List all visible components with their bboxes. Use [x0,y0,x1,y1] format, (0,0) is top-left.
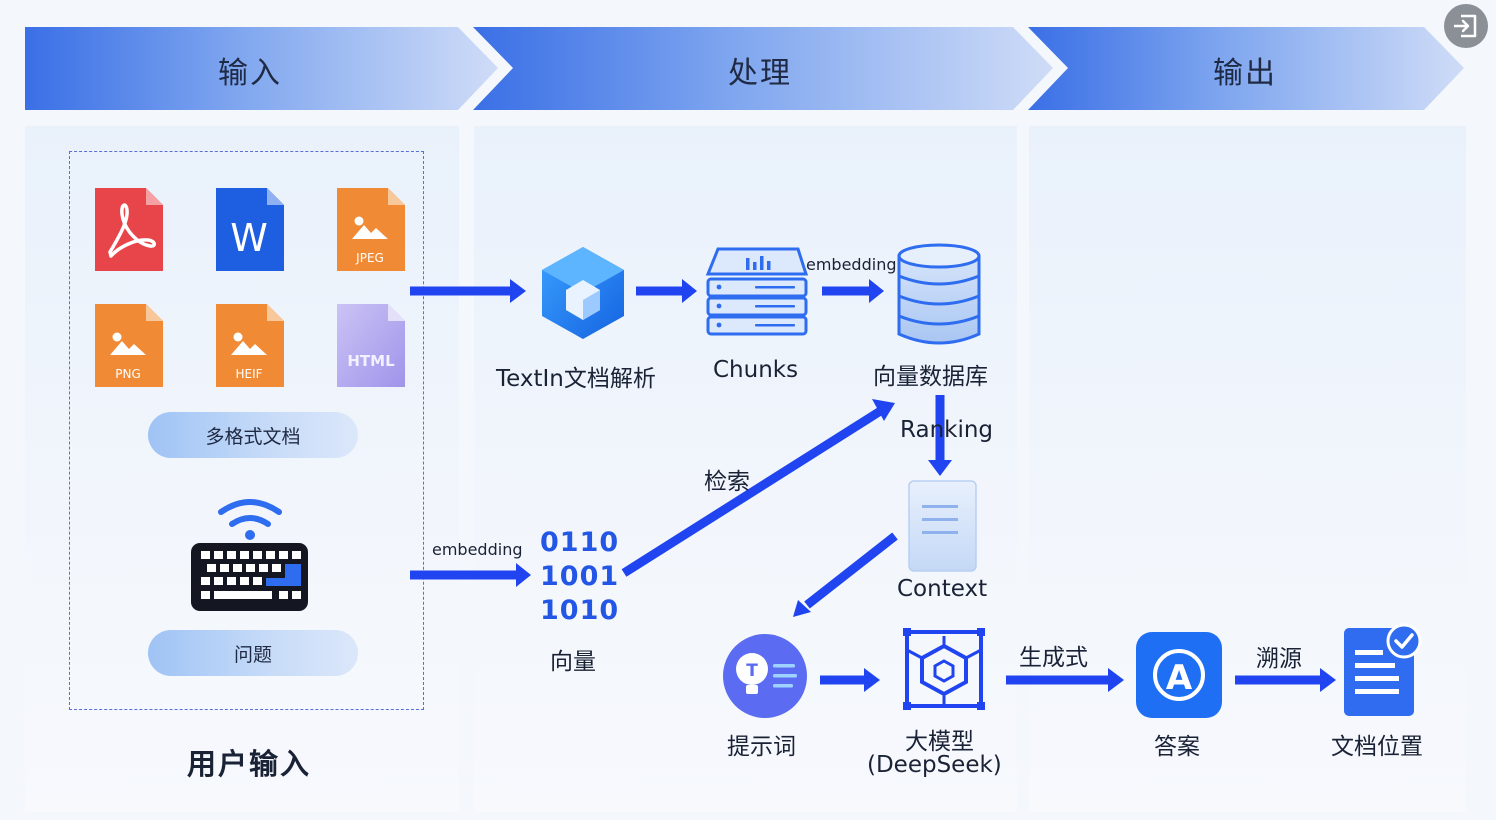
arrow-llm-to-answer [1006,668,1124,692]
wifi-icon [218,499,282,540]
arrow-docs-to-parser [410,279,526,303]
png-file-icon: PNG [95,304,163,387]
chunks-label: Chunks [713,357,799,383]
vector-bits-row: 1010 [540,595,620,626]
arrow-answer-to-doc-location [1235,668,1336,692]
svg-text:PNG: PNG [115,367,141,381]
question-pill: 问题 [148,630,358,676]
vector-label: 向量 [550,649,596,675]
svg-text:HEIF: HEIF [235,367,262,381]
generative-label: 生成式 [1019,645,1088,671]
arrow-parser-to-chunks [636,279,697,303]
output-stage-label: 输出 [1213,56,1277,91]
formats-pill: 多格式文档 [148,412,358,458]
jpeg-file-icon: JPEG [337,188,405,271]
input-stage-chevron [25,27,498,110]
arrow-chunks-to-db [822,279,884,303]
pdf-file-icon [95,188,163,271]
user-input-caption: 用户输入 [187,747,312,781]
vector-bits: 0110 1001 1010 [540,526,619,628]
llm-model-icon [903,628,985,710]
keyboard-icon [191,543,308,611]
parser-label: TextIn文档解析 [496,366,656,392]
answer-label: 答案 [1154,734,1200,760]
answer-icon: A [1136,632,1222,718]
trace-label: 溯源 [1256,646,1302,672]
vector-bits-row: 1001 [540,561,620,592]
ranking-label: Ranking [900,417,994,443]
vector-bits-row: 0110 [540,527,620,558]
vector-db-label: 向量数据库 [873,364,988,390]
html-file-icon: HTML [337,304,405,387]
embedding-bottom-label: embedding [432,540,523,559]
document-location-icon [1344,623,1422,716]
prompt-label: 提示词 [727,734,796,760]
llm-label: 大模型 [905,729,974,755]
embedding-top-label: embedding [806,255,897,274]
arrow-prompt-to-llm [820,668,880,692]
process-stage-chevron [473,27,1053,110]
svg-text:HTML: HTML [347,352,395,370]
arrow-db-to-context-ranking [928,395,952,476]
svg-text:T: T [746,661,758,681]
svg-text:JPEG: JPEG [355,251,384,265]
heif-file-icon: HEIF [216,304,284,387]
context-label: Context [897,576,988,602]
process-stage-label: 处理 [728,56,792,91]
chunks-icon [705,247,809,336]
retrieve-label: 检索 [704,469,750,495]
user-input-box [69,151,424,710]
llm-name-label: (DeepSeek) [867,752,1002,778]
input-stage-label: 输入 [218,56,282,91]
exit-button[interactable] [1444,4,1488,48]
arrow-question-to-vector [410,563,531,587]
arrow-context-to-prompt [793,532,898,617]
prompt-bulb-icon: T [723,634,807,718]
exit-icon [1454,14,1477,38]
doc-location-label: 文档位置 [1331,734,1423,760]
context-document-icon [908,480,977,572]
svg-text:A: A [1166,658,1193,698]
word-file-icon: W [216,188,284,271]
output-stage-chevron [1028,27,1464,110]
arrow-vector-to-db-retrieve [621,399,895,577]
textin-parser-icon [542,247,624,339]
svg-text:W: W [230,216,268,260]
vector-database-icon [897,243,981,345]
